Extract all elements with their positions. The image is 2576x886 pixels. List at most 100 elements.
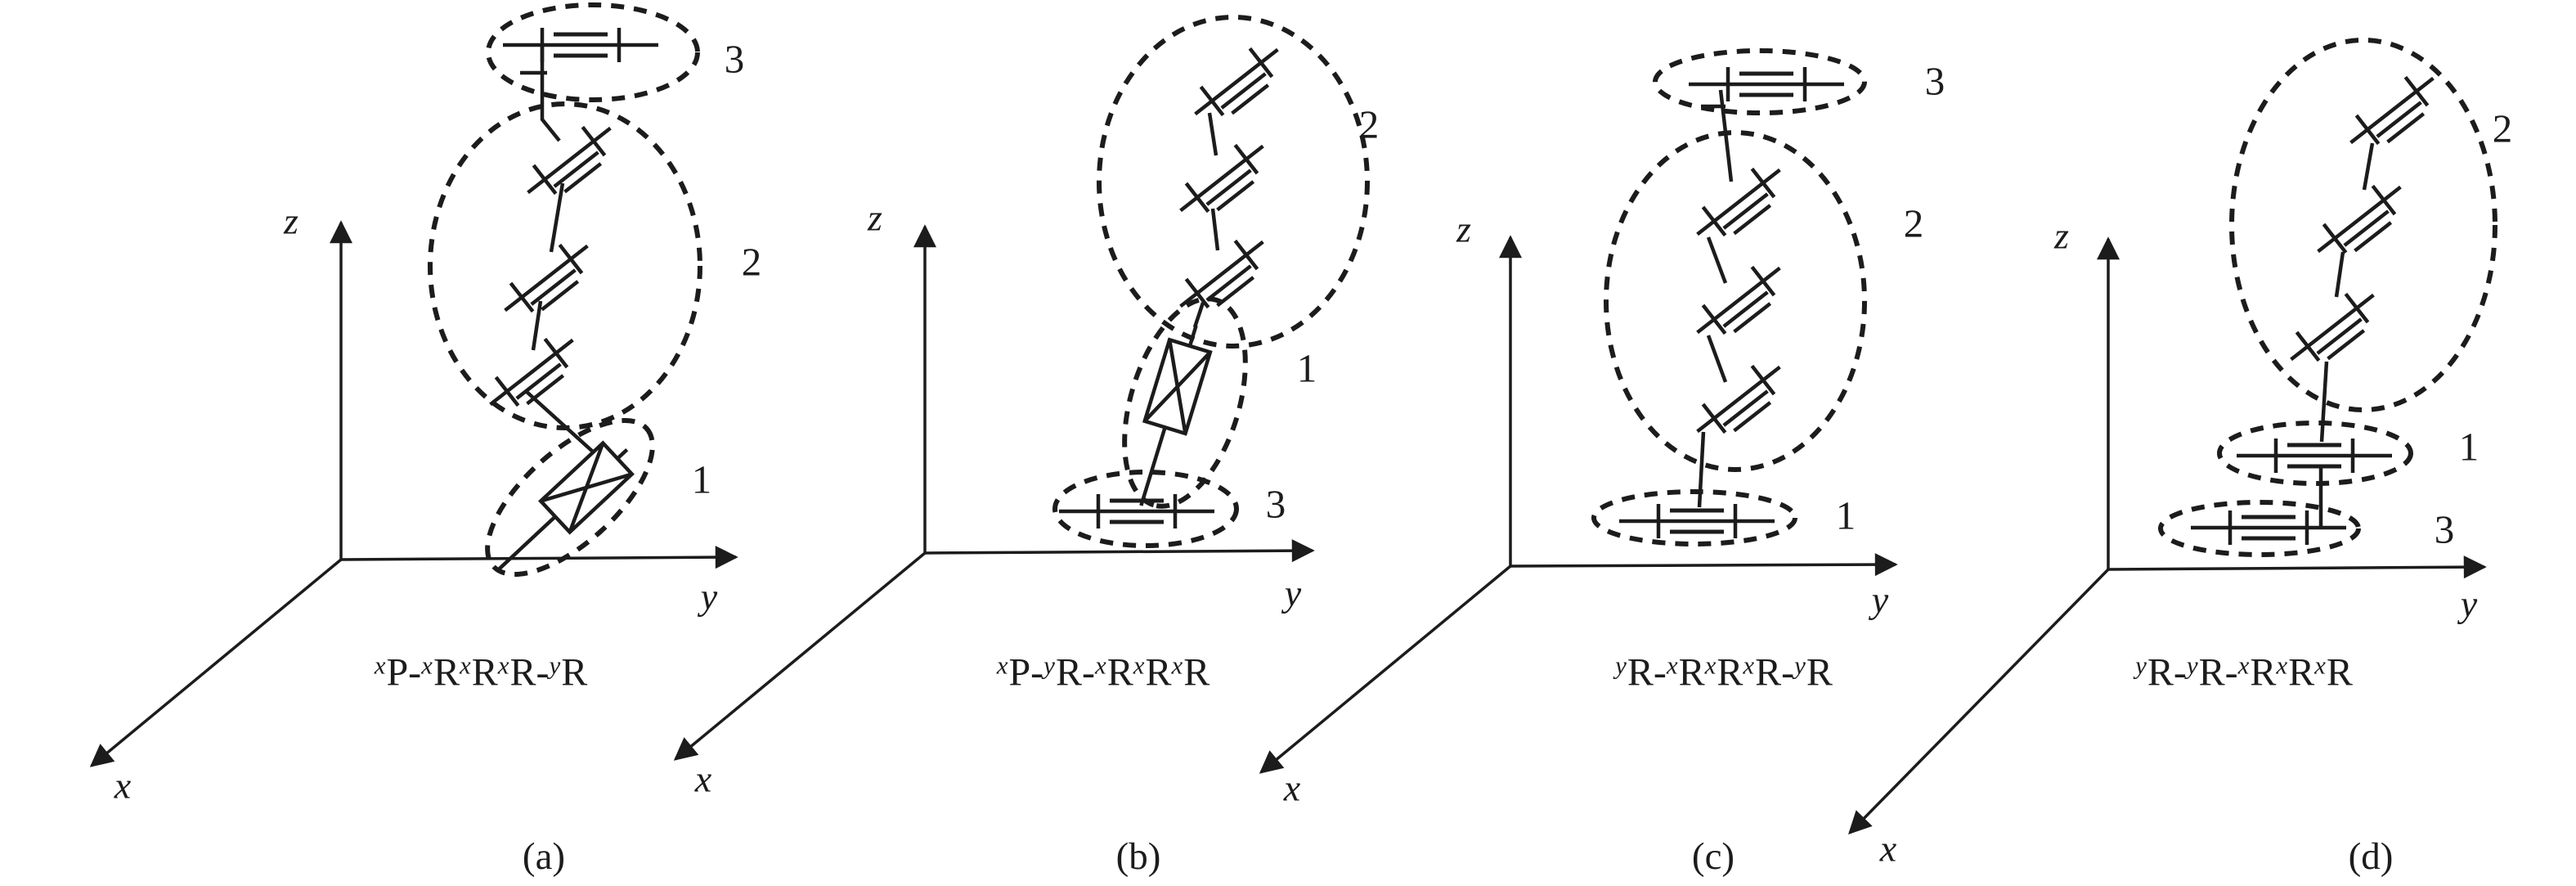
formula-base: R [561,650,588,695]
group-label-3: 3 [1924,58,1945,104]
link-line [531,300,543,351]
revolute-joint-symbol [1686,155,1793,251]
revolute-joint-symbol [1169,132,1277,227]
formula-base: R [1678,650,1705,695]
y-axis-label: y [1284,572,1302,614]
group-label-2: 2 [1903,200,1924,246]
y-axis [1510,553,1898,577]
formula-base: R [2288,650,2315,695]
revolute-joint-symbol [1689,67,1844,101]
formula-sup: x [1743,650,1755,680]
link-line [540,47,561,142]
y-axis-label: y [2460,582,2478,625]
link-line [1207,112,1218,156]
x-axis-label: x [114,764,132,807]
link-line [1706,335,1728,383]
x-axis [1848,568,2110,834]
prismatic-joint-symbol [495,440,635,573]
formula-sup: y [1043,650,1055,680]
chain-b [1139,112,1220,506]
diagram-d [1848,38,2497,834]
revolute-joint-symbol [494,232,601,327]
link-line [549,182,565,253]
link-line [1210,208,1220,251]
formula-sup: x [421,650,433,680]
formula-sup: x [459,650,471,680]
formula-base: R- [2147,650,2187,695]
panel-caption: (a) [522,835,566,878]
formula-sup: y [549,650,561,680]
group-label-1: 1 [1835,492,1856,538]
y-axis [340,546,738,569]
chain-c [1697,89,1734,508]
diagram-c [1259,48,1898,774]
formula-base: R [1145,650,1172,695]
formula-sup: x [996,650,1008,680]
formula-sup: y [2186,650,2198,680]
z-axis-label: z [2054,214,2069,257]
revolute-joint-symbol [1686,254,1793,349]
formula-base: R [1717,650,1744,695]
group-ellipses-d [2158,38,2497,557]
formula-sup: x [1171,650,1183,680]
panel-caption: (c) [1691,835,1735,878]
revolute-joint-symbol [1059,494,1214,528]
group-label-3: 3 [724,36,745,82]
y-axis-label: y [700,575,718,618]
panel-caption: (d) [2348,835,2394,878]
formula-sup: x [2276,650,2288,680]
formula-base: R [1183,650,1210,695]
group-label-1: 1 [2458,424,2480,470]
revolute-joint-symbol [1619,504,1775,538]
formula-base: R- [509,650,550,695]
x-axis [89,558,343,767]
formula-base: P- [386,650,422,695]
dashed-group-ellipse-3 [1052,470,1239,548]
y-axis [2107,555,2487,579]
dashed-group-ellipse-1 [1591,489,1797,546]
axes-b [673,224,1315,761]
group-label-3: 3 [1265,481,1286,527]
chain-a [495,47,635,573]
dashed-group-ellipse-2 [428,101,702,430]
formula-base: P- [1008,650,1044,695]
formula-base: R- [1627,650,1667,695]
x-axis-label: x [694,758,712,800]
dashed-group-ellipse-3 [1653,48,1867,115]
x-axis [673,551,927,761]
formula-sup: y [1615,650,1627,680]
dashed-group-ellipse-2 [1097,15,1370,349]
revolute-joint-symbol [1184,35,1291,131]
link-line [2319,361,2329,443]
formula-base: R [1106,650,1133,695]
group-label-2: 2 [741,239,762,285]
diagram-a [89,2,738,767]
chain-formula: xP-xRxRxR-yR [375,650,588,695]
formula-sup: x [1666,650,1678,680]
formula-sup: x [1094,650,1106,680]
dashed-group-ellipse-2 [1604,130,1867,472]
revolute-joint-symbol [503,28,658,62]
revolute-joint-symbol [2191,510,2346,545]
axes-d [1848,236,2487,834]
chain-d [2318,142,2375,527]
dashed-group-ellipse-1 [2217,421,2413,486]
formula-base: R- [1055,650,1095,695]
panel-caption: (b) [1115,835,1161,878]
x-axis [1259,564,1512,774]
group-label-3: 3 [2434,506,2455,552]
formula-base: R [1806,650,1833,695]
axes-c [1259,235,1898,774]
z-axis-label: z [284,200,298,242]
group-label-2: 2 [1358,101,1380,147]
formula-base: R [2250,650,2277,695]
dashed-group-ellipse-2 [2229,38,2497,412]
dashed-group-ellipse-3 [486,2,700,102]
link-line [2362,142,2375,191]
revolute-joint-symbol [2280,281,2387,376]
revolute-joint-symbol [2307,173,2414,268]
formula-base: R- [2198,650,2238,695]
chain-formula: yR-yR-xRxRxR [2135,650,2353,695]
